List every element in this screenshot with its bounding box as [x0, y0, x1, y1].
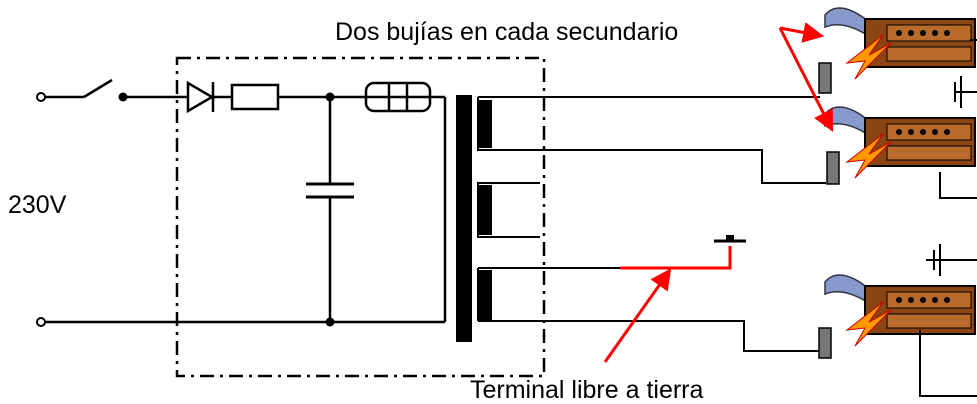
capacitor-icon — [306, 97, 354, 322]
label-bottom: Terminal libre a tierra — [470, 376, 704, 404]
spark-plug-icon — [824, 106, 976, 185]
resistor-icon — [230, 83, 280, 111]
arrow-to-free-terminal — [603, 268, 672, 363]
transformer-icon — [456, 95, 540, 342]
free-terminal-wire — [620, 246, 732, 270]
ground-icon — [954, 76, 977, 108]
arrow-to-top-plug — [779, 22, 825, 43]
enclosure-box — [175, 56, 546, 378]
ground-icon — [926, 244, 977, 276]
diode-icon — [186, 80, 215, 114]
input-terminal-bottom — [36, 317, 46, 327]
free-terminal-icon — [714, 235, 746, 243]
label-top: Dos bujías en cada secundario — [335, 18, 678, 46]
input-terminal-top — [36, 92, 46, 102]
switch-icon — [45, 78, 128, 102]
spark-plug-icon — [818, 7, 976, 94]
arrow-to-mid-plug — [778, 27, 834, 132]
label-voltage: 230V — [8, 191, 67, 219]
fuse-icon — [364, 81, 432, 113]
spark-plug-icon — [818, 274, 976, 359]
junction-bottom — [325, 317, 335, 327]
